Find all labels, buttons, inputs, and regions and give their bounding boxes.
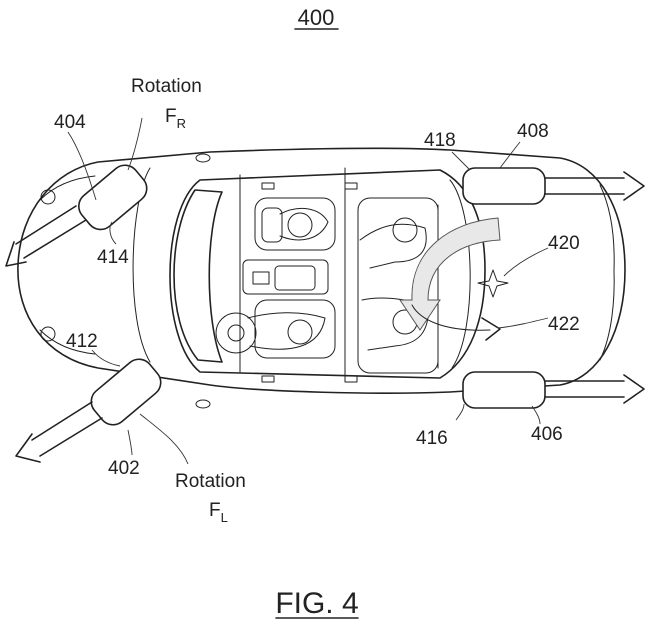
leader-rotation-left — [139, 413, 189, 465]
leader-402 — [127, 429, 133, 456]
rotation-right-word: Rotation — [131, 76, 202, 97]
thruster-402 — [15, 358, 162, 463]
leader-412 — [91, 349, 121, 367]
leader-422 — [497, 317, 549, 329]
thruster-408 — [462, 167, 645, 205]
label-416: 416 — [416, 428, 448, 449]
rotation-right-symbol: FR — [165, 106, 186, 131]
label-414: 414 — [97, 247, 129, 268]
leader-406 — [531, 405, 541, 425]
label-422: 422 — [548, 314, 580, 335]
leader-416 — [455, 403, 465, 421]
leader-rotation-right — [127, 117, 143, 171]
thruster-406 — [462, 371, 645, 409]
rotation-arrow-head — [481, 317, 501, 341]
rotation-arrow-tail — [411, 304, 491, 331]
leader-404 — [67, 131, 97, 201]
rotation-left-word: Rotation — [175, 471, 246, 492]
leader-420 — [503, 247, 549, 277]
label-418: 418 — [424, 130, 456, 151]
figure-caption: FIG. 4 — [275, 587, 358, 620]
label-412: 412 — [66, 331, 98, 352]
label-408: 408 — [517, 121, 549, 142]
rotation-left-symbol: FL — [209, 500, 228, 525]
vehicle-interior — [215, 182, 439, 383]
leader-414 — [109, 221, 117, 245]
figure-number: 400 — [298, 5, 335, 30]
rotation-arrow — [399, 217, 501, 331]
label-420: 420 — [548, 233, 580, 254]
thruster-404 — [5, 164, 148, 267]
center-star-icon — [477, 269, 509, 298]
label-402: 402 — [108, 458, 140, 479]
label-404: 404 — [54, 112, 86, 133]
label-406: 406 — [531, 424, 563, 445]
leader-418 — [451, 151, 471, 171]
vehicle-body — [17, 147, 626, 409]
leader-408 — [499, 141, 521, 169]
